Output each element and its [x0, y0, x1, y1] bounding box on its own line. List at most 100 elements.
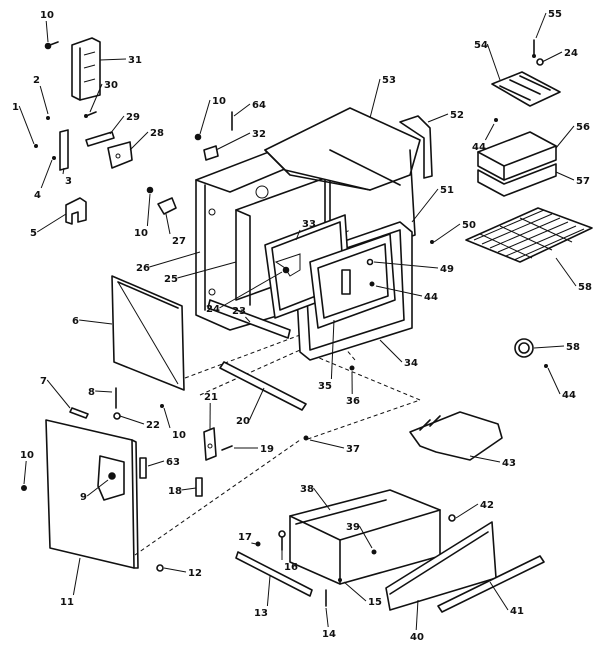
- callout-c57: 57: [576, 176, 590, 187]
- clip-30: [84, 111, 97, 118]
- leader-c24b: [219, 271, 283, 309]
- callout-c56: 56: [576, 122, 590, 133]
- callout-c14: 14: [322, 629, 336, 640]
- leader-c13: [266, 575, 271, 607]
- callout-c63: 63: [166, 457, 180, 468]
- screw-10-top: [44, 41, 59, 50]
- callout-c25: 25: [164, 274, 178, 285]
- callout-c58b: 58: [566, 342, 580, 353]
- callout-c53: 53: [382, 75, 396, 86]
- callout-c55: 55: [548, 9, 562, 20]
- bracket-29: [85, 131, 115, 147]
- leader-c23: [245, 316, 251, 323]
- leader-c22: [119, 415, 145, 425]
- callout-c43: 43: [502, 458, 516, 469]
- heating-element-43: [409, 411, 503, 461]
- leader-c53: [369, 78, 381, 119]
- leader-lines: [18, 12, 577, 631]
- screw-50: [430, 240, 434, 244]
- callout-c4: 4: [34, 190, 41, 201]
- leader-c37: [309, 439, 345, 449]
- leader-c25: [177, 261, 237, 279]
- leader-c58a: [555, 257, 577, 287]
- leader-c27: [165, 213, 171, 235]
- screw-44-top: [494, 118, 498, 122]
- callout-c22: 22: [146, 420, 160, 431]
- handle-7: [69, 407, 89, 419]
- callout-c2: 2: [33, 75, 40, 86]
- callout-c37: 37: [346, 444, 360, 455]
- callout-c10d: 10: [172, 430, 186, 441]
- screw-37: [303, 435, 309, 441]
- callout-c49: 49: [440, 264, 454, 275]
- callout-c54: 54: [474, 40, 488, 51]
- leader-c17: [251, 542, 257, 545]
- leader-c41: [489, 581, 509, 611]
- callout-c64: 64: [252, 100, 266, 111]
- leader-c64: [233, 103, 251, 117]
- pan-56: [477, 131, 557, 181]
- callout-c6: 6: [72, 316, 79, 327]
- callout-c10a: 10: [40, 10, 54, 21]
- callout-c26: 26: [136, 263, 150, 274]
- callout-c31: 31: [128, 55, 142, 66]
- callout-c23: 23: [232, 306, 246, 317]
- leader-c63: [147, 460, 165, 467]
- leader-c50: [433, 223, 461, 243]
- callout-c40: 40: [410, 632, 424, 643]
- rail-23: [207, 299, 291, 339]
- leader-c14: [325, 607, 329, 628]
- leader-c4: [40, 159, 53, 189]
- callout-c39: 39: [346, 522, 360, 533]
- oven-door-11: [45, 419, 139, 569]
- callout-c10b: 10: [212, 96, 226, 107]
- screw-44-right: [544, 364, 548, 368]
- callout-c16: 16: [284, 562, 298, 573]
- washer-22: [113, 412, 121, 420]
- rack-58: [465, 207, 593, 263]
- callout-c3: 3: [65, 176, 72, 187]
- leader-c51: [411, 188, 439, 223]
- callout-c38: 38: [300, 484, 314, 495]
- callout-c19: 19: [260, 444, 274, 455]
- window-frame-35: [309, 233, 396, 329]
- callout-c11: 11: [60, 597, 74, 608]
- callout-c20: 20: [236, 416, 250, 427]
- hinge-plate-3: [34, 116, 69, 171]
- callout-c32: 32: [252, 129, 266, 140]
- switch-21: [203, 427, 217, 461]
- leader-c10b: [199, 99, 211, 135]
- rail-20: [219, 361, 307, 411]
- bracket-28: [107, 141, 133, 169]
- leader-c38: [313, 487, 331, 511]
- leader-c8: [95, 390, 113, 393]
- callout-c44a: 44: [472, 142, 486, 153]
- leader-c42: [455, 503, 479, 519]
- leader-c49: [373, 261, 439, 269]
- callout-c41: 41: [510, 606, 524, 617]
- leader-c12: [163, 567, 187, 573]
- ring-58: [514, 338, 534, 358]
- leader-c6: [79, 319, 113, 325]
- leader-c9: [86, 479, 109, 497]
- callout-c8: 8: [88, 387, 95, 398]
- leader-c31: [99, 58, 127, 61]
- screw-24-center: [282, 266, 290, 274]
- top-cover-53: [264, 107, 421, 241]
- screw-44-center: [369, 281, 375, 287]
- leader-c7: [46, 379, 71, 409]
- leader-c5: [36, 213, 67, 233]
- callout-c27: 27: [172, 236, 186, 247]
- leader-c44b: [375, 285, 423, 297]
- callout-c10c: 10: [134, 228, 148, 239]
- leader-c26: [149, 251, 201, 268]
- screw-55: [532, 39, 536, 58]
- element-54: [491, 71, 561, 107]
- part-63: [139, 457, 147, 479]
- callout-c29: 29: [126, 112, 140, 123]
- callout-c17: 17: [238, 532, 252, 543]
- leader-c43: [469, 455, 501, 463]
- bracket-31: [71, 37, 101, 101]
- pan-57: [477, 163, 557, 197]
- leader-c40: [415, 599, 419, 631]
